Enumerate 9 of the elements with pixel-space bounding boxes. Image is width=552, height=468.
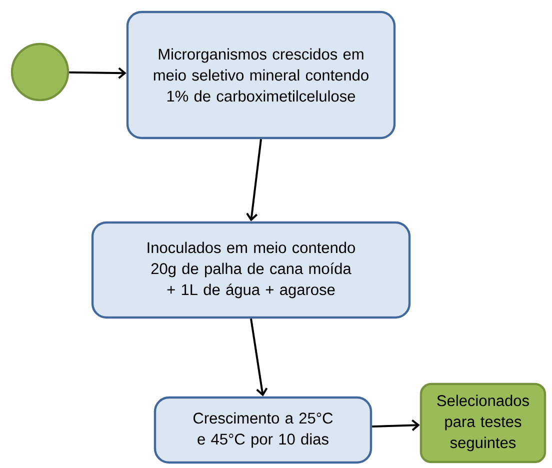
arrow xyxy=(246,138,262,222)
arrow xyxy=(372,419,420,431)
start-circle xyxy=(10,42,70,102)
arrow xyxy=(250,318,268,396)
result-box: Selecionados para testes seguintes xyxy=(420,382,546,464)
process-box: Inoculados em meio contendo 20g de palha de cana moída + 1L de água + agarose xyxy=(91,221,411,319)
process-box: Crescimento a 25°C e 45°C por 10 dias xyxy=(154,396,372,464)
arrow xyxy=(69,67,126,79)
process-box: Microrganismos crescidos em meio seletivo mineral contendo 1% de carboximetilcelulose xyxy=(126,10,396,140)
